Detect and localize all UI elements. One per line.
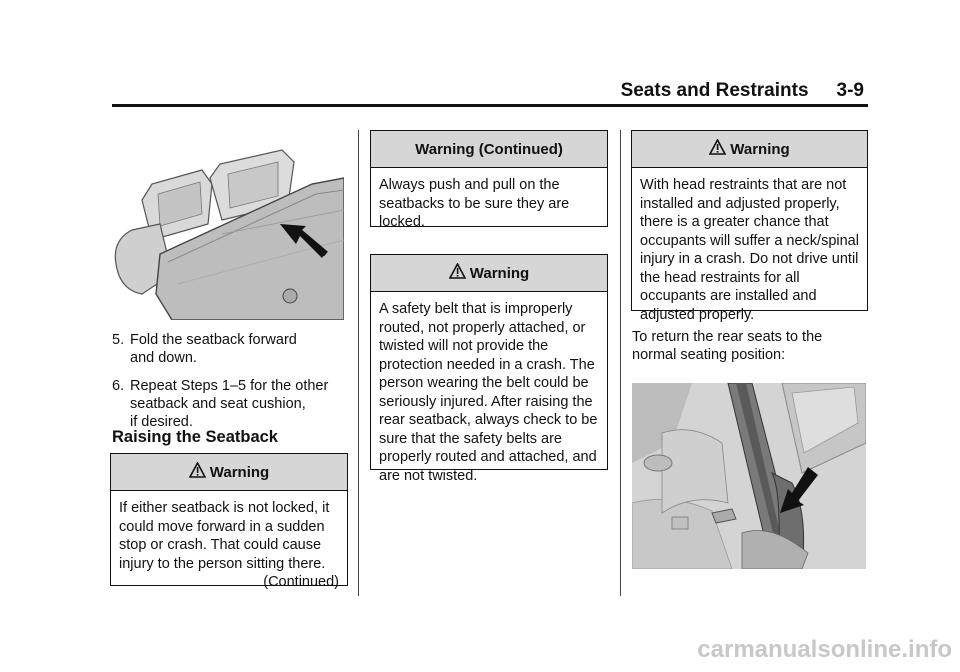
warning-title: Warning [730, 140, 790, 158]
warning-box: Warning With head restraints that are no… [631, 130, 868, 323]
column-divider-2 [620, 130, 621, 596]
warning-box: Warning If either seatback is not locked… [110, 453, 348, 590]
step-text-line: if desired. [130, 414, 193, 430]
step-number: 5. [112, 332, 125, 348]
warning-continued-box: Warning (Continued) Always push and pull… [370, 130, 608, 230]
warning-title: Warning [469, 264, 530, 282]
warning-header: Warning [111, 454, 347, 491]
warning-triangle-icon [708, 138, 727, 159]
page-header: Seats and Restraints 3-9 [621, 80, 864, 102]
seatbelt-illustration [632, 383, 866, 569]
section-title: Seats and Restraints [620, 80, 809, 101]
warning-triangle-icon [448, 262, 467, 283]
arrow-icon [780, 467, 818, 513]
warning-header: Warning [371, 255, 607, 292]
step-6: 6. Repeat Steps 1–5 for the other seatbac… [112, 377, 328, 431]
warning-box: Warning A safety belt that is improperly… [370, 254, 608, 484]
step-text-line: seatback and seat cushion, [130, 396, 306, 412]
arrow-icon [280, 224, 328, 258]
step-number: 6. [112, 378, 125, 394]
seatback-illustration [112, 144, 344, 320]
section-heading: Raising the Seatback [112, 428, 278, 446]
header-rule [112, 104, 868, 107]
warning-text: Always push and pull on the seatbacks to… [379, 177, 570, 230]
warning-header: Warning (Continued) [371, 131, 607, 168]
page-number: 3-9 [836, 80, 864, 101]
continued-label: (Continued) [263, 574, 339, 590]
warning-text: A safety belt that is improperly routed,… [379, 301, 598, 484]
warning-title: Warning (Continued) [415, 140, 563, 158]
step-5: 5. Fold the seatback forward and down. [112, 331, 297, 367]
warning-title: Warning [209, 463, 270, 481]
column-divider-1 [358, 130, 359, 596]
instruction-paragraph: To return the rear seats to the normal s… [632, 329, 823, 363]
warning-triangle-icon [188, 461, 207, 482]
warning-text: With head restraints that are not instal… [640, 177, 859, 323]
warning-header: Warning [632, 131, 867, 168]
step-text-line: Fold the seatback forward [130, 332, 297, 348]
step-text-line: Repeat Steps 1–5 for the other [130, 378, 329, 394]
warning-text: If either seatback is not locked, it cou… [119, 500, 330, 572]
step-text-line: and down. [130, 350, 197, 366]
watermark: carmanualsonline.info [697, 636, 952, 663]
